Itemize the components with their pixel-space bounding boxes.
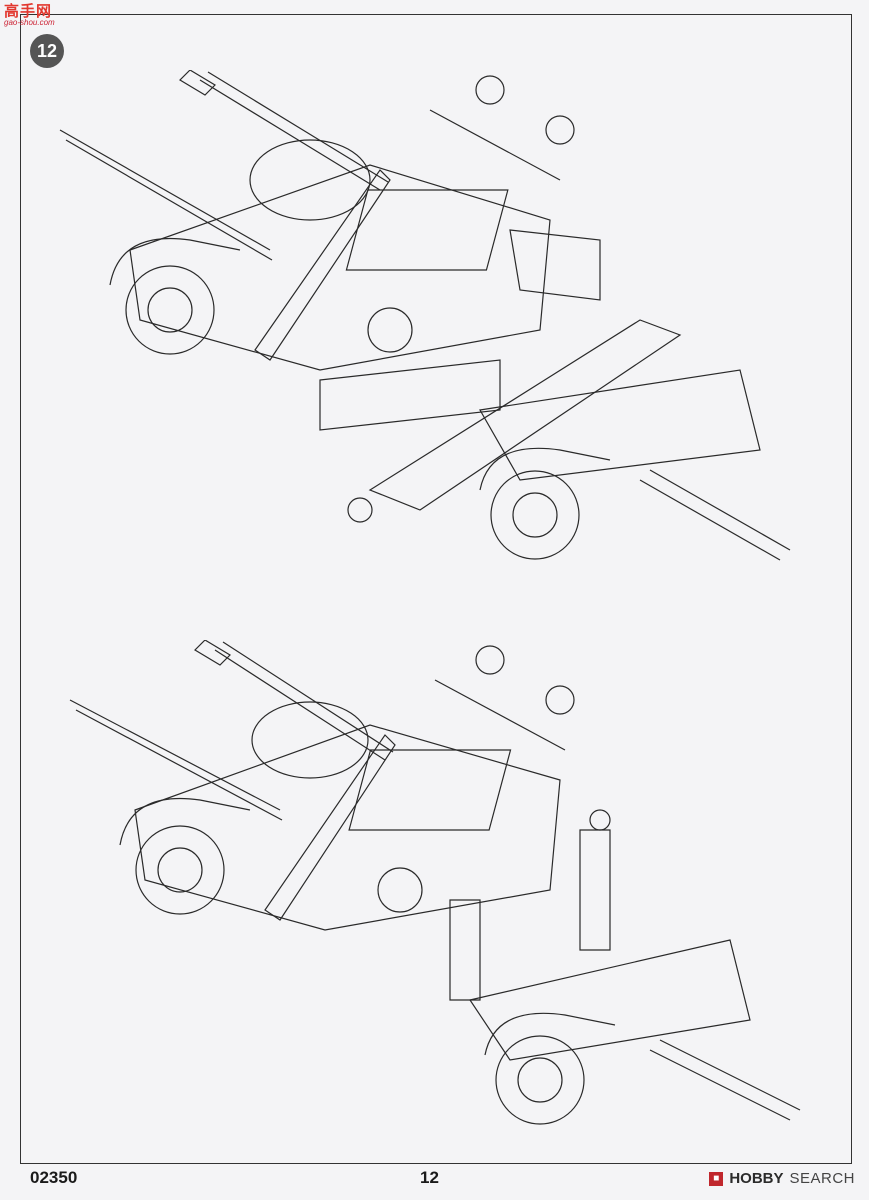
lower-rear-towbar-lower — [650, 1050, 790, 1120]
upper-assembly-diagram — [40, 70, 810, 590]
lower-wheel-front-hub — [158, 848, 202, 892]
upper-sight-right — [546, 116, 574, 144]
upper-gun-mount — [346, 190, 507, 270]
upper-fender-rear — [480, 448, 610, 490]
lower-fender-rear — [485, 1013, 615, 1055]
upper-rear-towbar — [650, 470, 790, 550]
upper-footplate-side — [510, 230, 600, 300]
lower-sight-right — [546, 686, 574, 714]
upper-wheel-front-hub — [148, 288, 192, 332]
lower-leg-knob — [590, 810, 610, 830]
upper-wheel-rear — [491, 471, 579, 559]
upper-shield — [255, 170, 390, 360]
upper-footplate-front — [320, 360, 500, 430]
lower-gear-wheel — [378, 868, 422, 912]
upper-drum — [250, 140, 370, 220]
lower-fender-front — [120, 798, 250, 845]
lower-sight-bar — [435, 680, 565, 750]
lower-shield — [265, 735, 395, 920]
watermark: 高手网 gao-shou.com — [4, 4, 55, 27]
upper-wheel-rear-hub — [513, 493, 557, 537]
upper-sight-bar — [430, 110, 560, 180]
lower-gun-mount — [349, 750, 510, 830]
lower-support-leg-left — [450, 900, 480, 1000]
lower-sight-left — [476, 646, 504, 674]
step-number-badge: 12 — [30, 34, 64, 68]
lower-towbar — [70, 700, 280, 810]
lower-chassis — [135, 725, 560, 930]
upper-gun-barrel-top — [208, 72, 388, 182]
lower-wheel-front — [136, 826, 224, 914]
upper-towbar — [60, 130, 270, 250]
upper-towbar-lower — [66, 140, 272, 260]
brand-search: SEARCH — [789, 1170, 855, 1187]
page-number: 12 — [420, 1168, 439, 1187]
watermark-chinese: 高手网 — [4, 3, 53, 20]
lower-rear-bogie — [470, 940, 750, 1060]
brand-mark-icon: ■ — [709, 1171, 724, 1186]
upper-gun-barrel — [200, 80, 380, 190]
lower-assembly-diagram — [40, 640, 810, 1150]
upper-flash-hider — [180, 70, 215, 95]
lower-support-leg-right — [580, 830, 610, 950]
product-code: 02350 — [30, 1168, 78, 1187]
upper-wheel-front — [126, 266, 214, 354]
upper-chassis — [130, 165, 550, 370]
upper-sight-left — [476, 76, 504, 104]
watermark-url: gao-shou.com — [4, 18, 55, 27]
lower-wheel-rear — [496, 1036, 584, 1124]
brand-logo: ■ HOBBY SEARCH — [709, 1170, 855, 1187]
upper-rear-bogie — [480, 370, 760, 480]
lower-wheel-rear-hub — [518, 1058, 562, 1102]
lower-rear-towbar — [660, 1040, 800, 1110]
upper-fender-front — [110, 238, 240, 285]
page-border — [20, 14, 852, 1164]
lower-flash-hider — [195, 640, 230, 665]
lower-gun-barrel-top — [223, 642, 393, 752]
lower-towbar-lower — [76, 710, 282, 820]
lower-gun-barrel — [215, 650, 385, 760]
upper-gear-wheel — [368, 308, 412, 352]
upper-rear-towbar-lower — [640, 480, 780, 560]
upper-outrigger — [370, 320, 680, 510]
upper-jack-pad — [348, 498, 372, 522]
lower-drum — [252, 702, 368, 778]
brand-hobby: HOBBY — [729, 1170, 784, 1187]
